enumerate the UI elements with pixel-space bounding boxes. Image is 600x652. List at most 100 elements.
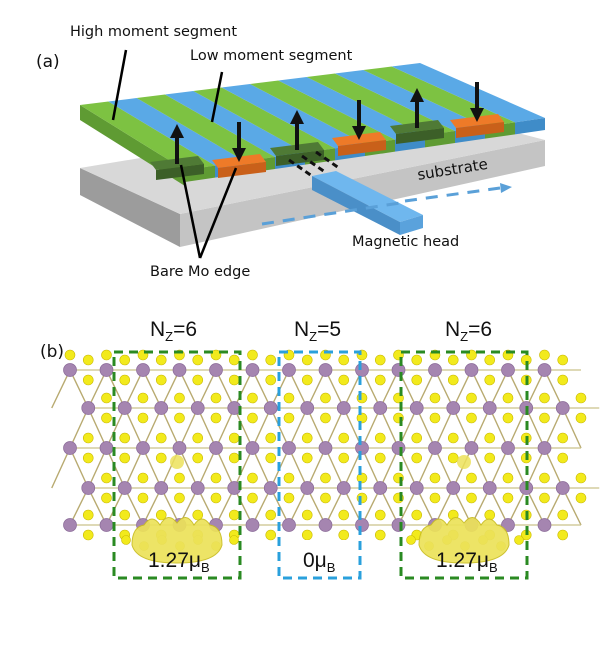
mo-s-bond [197,369,217,409]
s-atom [338,374,350,386]
edge-s-atom [514,535,524,545]
mo-s-bond [452,369,473,409]
s-atom [228,509,240,521]
s-atom [575,412,587,424]
nz-subscript: Z [309,329,318,344]
mo-s-bond [215,487,235,526]
mo-s-bond [178,447,199,489]
mo-s-bond [562,407,582,449]
mo-s-bond [470,407,491,449]
mo-atom [409,401,424,415]
mo-s-bond [525,487,546,526]
s-atom [137,492,149,504]
panel-b-label: (b) [40,342,65,362]
mo-s-bond [507,369,527,409]
s-atom [447,432,459,444]
s-atom [429,412,441,424]
mo-atom [63,363,77,377]
s-atom [82,529,94,541]
mo-s-bond [160,487,181,526]
moment-value: 0μ [303,549,327,572]
region-box-left [112,350,242,580]
stripe-front-face [515,118,545,135]
s-atom [82,354,94,366]
mo-s-bond [525,447,546,489]
edge-s-atom [247,349,258,361]
s-atom [557,354,569,366]
mo-atom [464,441,479,455]
edge-s-atom [539,349,550,361]
mo-atom [482,401,497,415]
s-atom [301,354,313,366]
mo-atom [318,363,333,377]
s-atom [265,374,277,386]
moment-value: 1.27μ [148,549,201,572]
high-moment-leader [111,49,128,121]
mo-s-bond [434,407,454,449]
edge-s-atom [210,349,222,361]
s-atom [374,374,386,386]
s-atom [374,529,386,541]
s-atom [557,529,569,541]
s-atom [155,452,167,464]
region-box-middle [277,350,362,580]
substrate-side [80,168,180,247]
arrowhead-up-icon [170,124,184,138]
s-atom [374,452,386,464]
s-atom [265,529,277,541]
moment-label-middle: 0μB [303,549,335,575]
s-atom [82,452,94,464]
moment-subscript: B [326,560,336,575]
mo-s-bond [233,407,254,449]
s-atom [301,509,313,521]
s-atom [155,509,167,521]
moment-subscript: B [200,560,210,575]
mo-atom [81,481,96,495]
s-atom [338,452,350,464]
mo-atom [336,481,351,495]
mo-atom [555,481,570,495]
mo-s-bond [124,407,144,449]
mo-s-bond [251,487,272,526]
mo-s-bond [233,487,254,526]
mo-atom [355,441,369,455]
mo-s-bond [197,447,217,489]
s-atom [101,412,112,424]
s-atom [502,412,514,424]
mo-atom [282,363,296,377]
mo-atom [318,441,333,455]
mo-s-bond [361,407,381,449]
s-atom [192,374,204,386]
low-moment-stripe [335,70,485,131]
mo-s-bond [489,369,509,409]
mo-s-bond [543,369,564,409]
spin-density-lobe [457,455,471,469]
nz-label-left: NZ=6 [150,318,197,344]
mo-s-bond [324,487,345,526]
mo-s-bond [160,407,181,449]
high-moment-stripe [193,87,335,153]
s-atom [192,432,204,444]
s-atom [192,354,204,366]
mo-atom [245,363,260,377]
mo-s-bond [306,369,327,409]
s-atom [356,472,368,484]
s-atom [174,472,185,484]
mo-s-bond [379,369,400,409]
read-field-lines [288,150,340,178]
mo-s-bond [416,407,436,449]
mo-s-bond [124,369,144,409]
s-atom [320,412,331,424]
magnetic-head-top [312,171,423,222]
low-moment-stripe [165,91,305,157]
edge-block-front [276,150,324,166]
s-atom [484,509,496,521]
edge-block-front [218,162,266,178]
s-atom [155,374,167,386]
region-box-right [399,350,529,580]
spin-density-cloud [418,517,510,564]
mo-s-bond [87,447,108,489]
mo-s-bond [288,447,308,489]
moment-subscript: B [488,560,498,575]
s-atom [192,509,204,521]
